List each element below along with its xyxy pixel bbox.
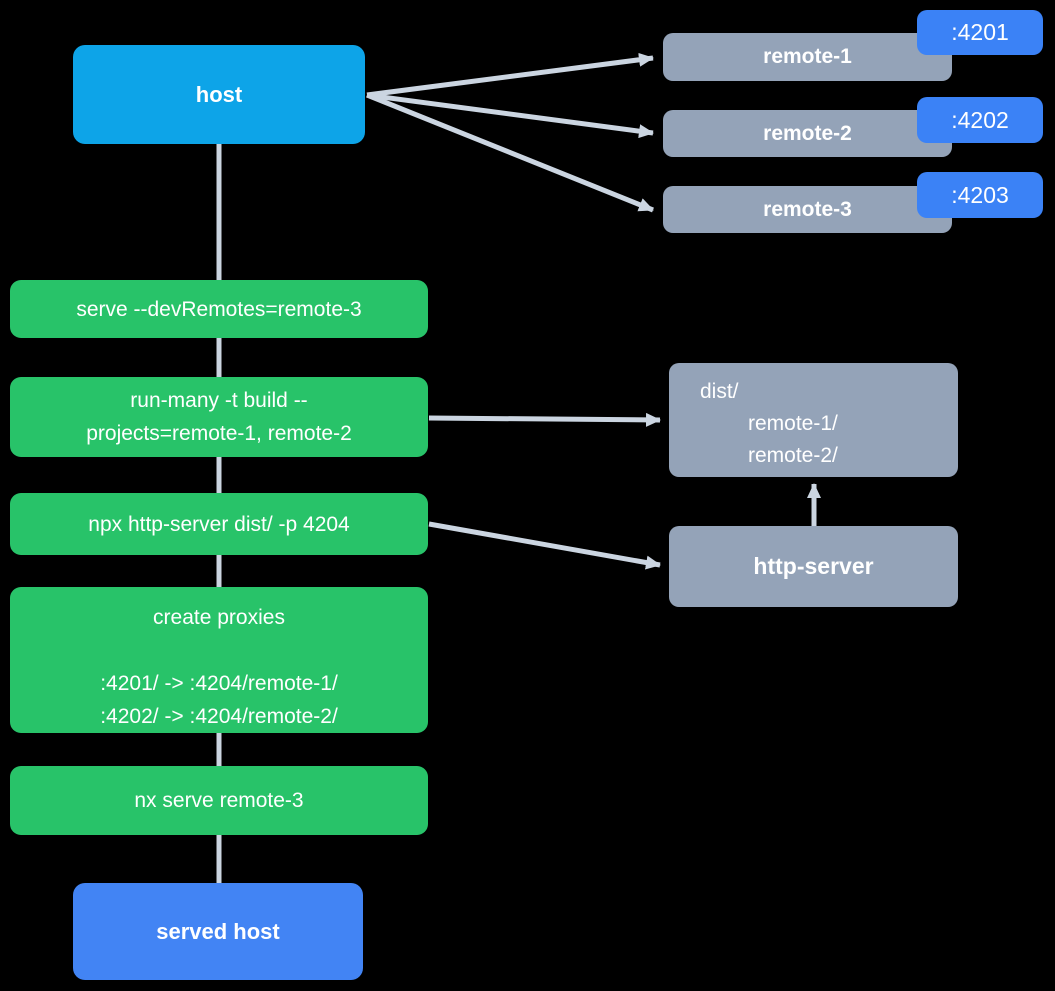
port-badge-4203-label: :4203 bbox=[951, 181, 1009, 208]
port-badge-4202: :4202 bbox=[917, 97, 1043, 143]
step-run-many-build-line-1: run-many -t build -- bbox=[130, 389, 308, 412]
remote-1-label: remote-1 bbox=[763, 45, 852, 68]
arrow-host-to-remote-1 bbox=[366, 52, 654, 98]
host-label: host bbox=[195, 81, 243, 107]
served-host-label: served host bbox=[156, 918, 280, 944]
step-create-proxies: create proxies :4201/ -> :4204/remote-1/… bbox=[10, 587, 428, 733]
remote-3-node: remote-3 bbox=[663, 186, 952, 233]
arrow-npx-to-http-server bbox=[428, 521, 661, 570]
step-nx-serve-remote-3: nx serve remote-3 bbox=[10, 766, 428, 835]
remote-3-label: remote-3 bbox=[763, 197, 852, 221]
served-host-node: served host bbox=[73, 883, 363, 980]
dist-folder-node: dist/ remote-1/ remote-2/ bbox=[669, 363, 958, 477]
dist-remote-1-line: remote-1/ bbox=[748, 412, 838, 435]
step-create-proxies-rule-2: :4202/ -> :4204/remote-2/ bbox=[100, 705, 338, 728]
step-run-many-build: run-many -t build -- projects=remote-1, … bbox=[10, 377, 428, 457]
step-create-proxies-rule-1: :4201/ -> :4204/remote-1/ bbox=[100, 672, 338, 695]
step-serve-devremotes-label: serve --devRemotes=remote-3 bbox=[76, 297, 362, 321]
dist-remote-2-line: remote-2/ bbox=[748, 444, 838, 467]
step-serve-devremotes: serve --devRemotes=remote-3 bbox=[10, 280, 428, 338]
step-create-proxies-title: create proxies bbox=[153, 606, 285, 629]
step-run-many-build-line-2: projects=remote-1, remote-2 bbox=[86, 422, 352, 445]
step-nx-serve-remote-3-label: nx serve remote-3 bbox=[134, 789, 304, 812]
step-npx-http-server-label: npx http-server dist/ -p 4204 bbox=[88, 512, 350, 536]
port-badge-4201-label: :4201 bbox=[951, 19, 1009, 45]
arrow-host-to-remote-3 bbox=[366, 92, 654, 213]
step-create-proxies-spacer bbox=[10, 634, 428, 667]
remote-1-node: remote-1 bbox=[663, 33, 952, 81]
host-node: host bbox=[73, 45, 365, 144]
port-badge-4203: :4203 bbox=[917, 172, 1043, 218]
arrow-host-to-remote-2 bbox=[366, 92, 654, 139]
step-npx-http-server: npx http-server dist/ -p 4204 bbox=[10, 493, 428, 555]
remote-2-label: remote-2 bbox=[763, 121, 852, 145]
port-badge-4202-label: :4202 bbox=[951, 106, 1009, 133]
http-server-node: http-server bbox=[669, 526, 958, 607]
port-badge-4201: :4201 bbox=[917, 10, 1043, 55]
dist-folder-line: dist/ bbox=[700, 380, 739, 403]
remote-2-node: remote-2 bbox=[663, 110, 952, 157]
arrow-run-many-to-dist bbox=[428, 412, 661, 427]
http-server-label: http-server bbox=[753, 553, 874, 579]
